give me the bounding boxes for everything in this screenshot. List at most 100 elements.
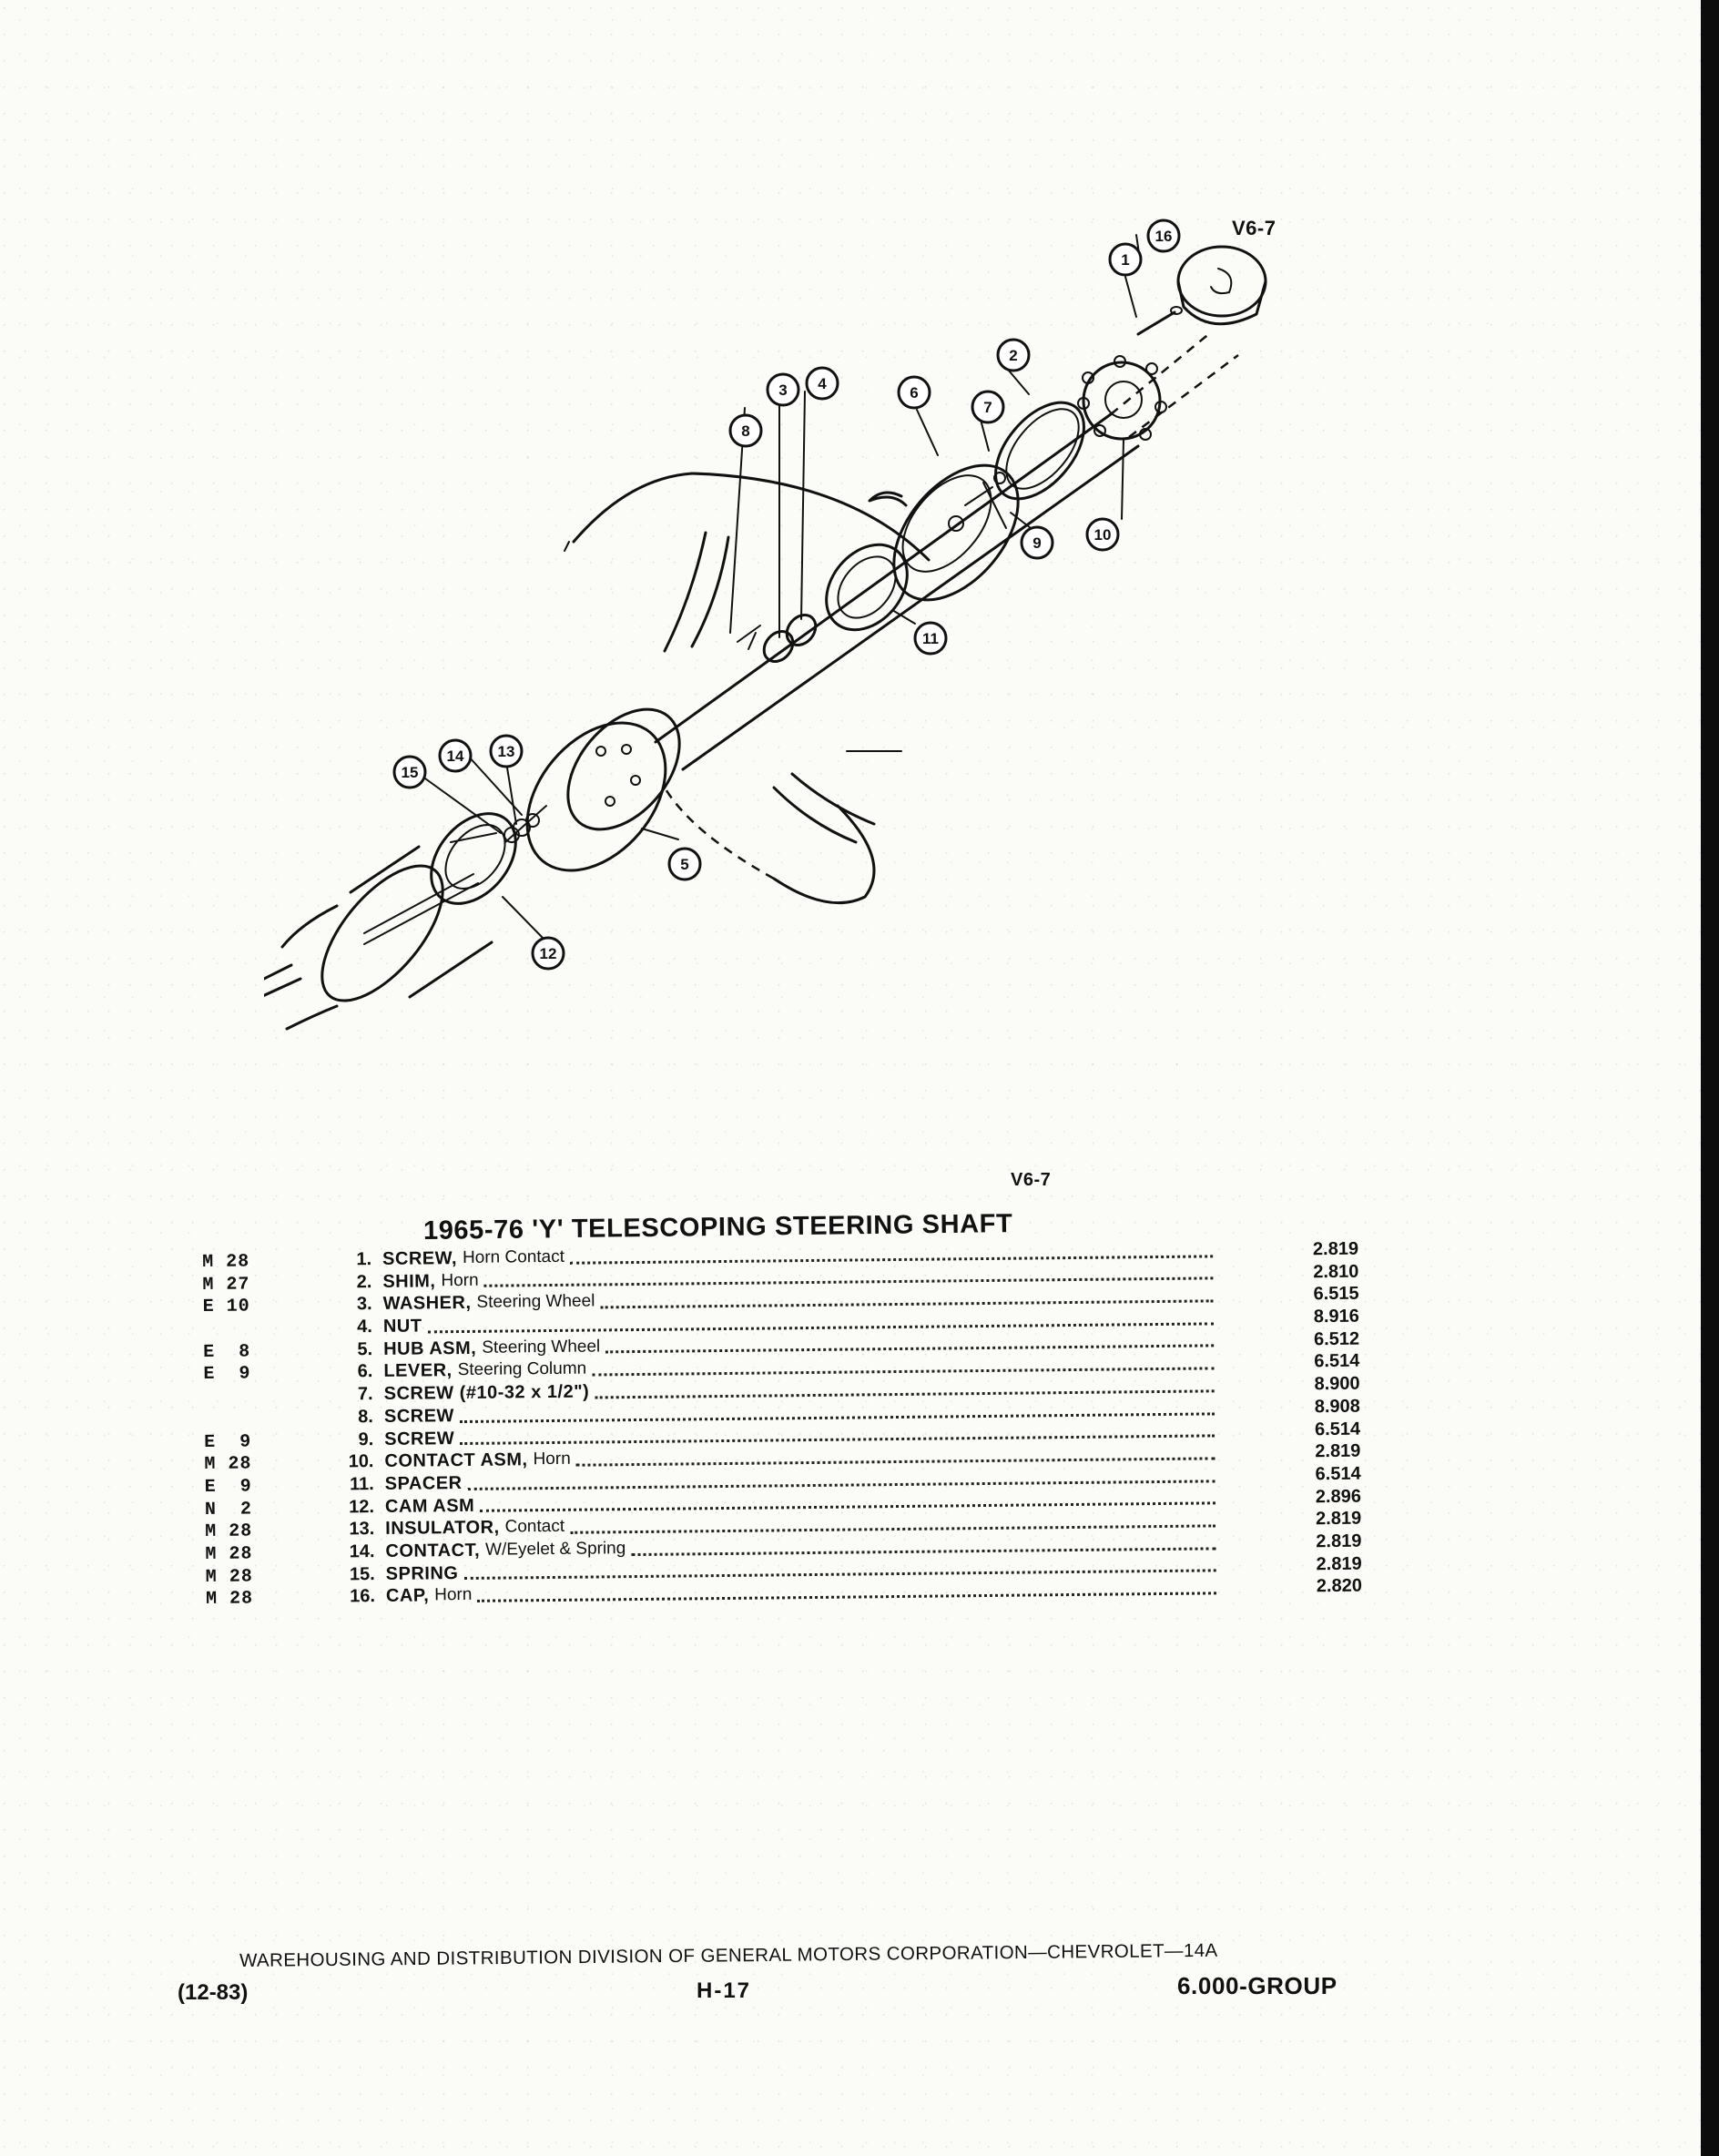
- callout-15: 15: [392, 755, 427, 789]
- catalog-code: 2.819: [1315, 1508, 1362, 1530]
- item-name: INSULATOR,: [385, 1517, 500, 1540]
- svg-text:6: 6: [910, 384, 918, 402]
- group-code: M 28: [204, 1453, 252, 1476]
- steering-wheel-drawing: [564, 472, 931, 905]
- callout-8: 8: [728, 413, 763, 448]
- catalog-code: 6.515: [1313, 1284, 1359, 1305]
- svg-text:14: 14: [447, 747, 464, 765]
- svg-text:4: 4: [818, 375, 827, 392]
- catalog-code: 8.908: [1314, 1396, 1360, 1418]
- catalog-code: 6.512: [1313, 1328, 1360, 1349]
- catalog-code: 6.514: [1314, 1351, 1360, 1372]
- item-number: 8.: [358, 1406, 374, 1428]
- item-name: SCREW: [383, 1405, 454, 1427]
- group-code: [204, 1400, 331, 1401]
- item-name: NUT: [382, 1316, 422, 1337]
- group-code: M 28: [205, 1520, 253, 1543]
- item-subname: Horn: [434, 1585, 473, 1605]
- callout-16: 16: [1146, 219, 1181, 253]
- item-name: SPACER: [384, 1472, 463, 1494]
- footer-date: (12-83): [178, 1980, 249, 2005]
- callout-9: 9: [1020, 525, 1054, 560]
- parts-table-title: 1965-76 'Y' TELESCOPING STEERING SHAFT: [422, 1209, 1013, 1246]
- catalog-code: 6.514: [1315, 1463, 1361, 1485]
- item-number: 15.: [349, 1563, 375, 1584]
- contact-asm-drawing: [1077, 355, 1167, 441]
- group-code: M 28: [205, 1566, 253, 1588]
- svg-text:1: 1: [1121, 251, 1129, 269]
- svg-text:5: 5: [680, 856, 688, 873]
- catalog-code: 2.819: [1316, 1531, 1362, 1552]
- item-number: 1.: [356, 1249, 372, 1270]
- item-subname: Horn: [441, 1270, 479, 1290]
- shim-drawing: [994, 401, 1085, 501]
- item-number: 10.: [348, 1451, 374, 1472]
- item-subname: Steering Column: [457, 1359, 587, 1380]
- cam-asm-drawing: [430, 812, 517, 905]
- footer-page-number: H-17: [697, 1978, 752, 2003]
- item-subname: Horn: [533, 1449, 571, 1470]
- item-number: 6.: [357, 1361, 373, 1382]
- callout-14: 14: [438, 738, 473, 773]
- item-number: 13.: [349, 1519, 375, 1540]
- figure-code-top: V6-7: [1232, 217, 1277, 239]
- callout-7: 7: [971, 390, 1005, 424]
- item-name: CAM ASM: [384, 1495, 475, 1517]
- group-code: N 2: [204, 1499, 253, 1520]
- item-name: CONTACT,: [385, 1540, 481, 1561]
- item-number: 14.: [349, 1541, 375, 1562]
- item-name: SHIM,: [382, 1271, 436, 1292]
- group-code: E 9: [203, 1363, 251, 1386]
- group-code: M 28: [202, 1251, 250, 1273]
- item-name: LEVER,: [383, 1360, 453, 1382]
- hub-asm-drawing: [525, 707, 681, 872]
- item-name: CONTACT ASM,: [384, 1449, 528, 1472]
- svg-text:16: 16: [1155, 228, 1173, 245]
- exploded-view-diagram: 1 2 3 4 5 6 7 8 9 10 11 12 13 14 15 16: [264, 219, 1267, 1031]
- item-number: 4.: [357, 1317, 373, 1337]
- callout-5: 5: [667, 847, 702, 881]
- svg-text:12: 12: [540, 945, 557, 962]
- catalog-code: 2.819: [1316, 1553, 1362, 1574]
- callout-3: 3: [766, 372, 800, 407]
- catalog-code: 2.810: [1313, 1261, 1359, 1282]
- group-code: [203, 1333, 331, 1334]
- item-subname: Steering Wheel: [482, 1337, 601, 1358]
- catalog-code: 8.900: [1314, 1373, 1360, 1395]
- washer-nut-drawing: [737, 614, 818, 663]
- group-code: E 10: [202, 1296, 250, 1318]
- spacer-drawing: [825, 543, 909, 632]
- callout-13: 13: [489, 734, 524, 768]
- callout-10: 10: [1085, 517, 1120, 552]
- group-code: M 27: [202, 1274, 250, 1296]
- svg-text:3: 3: [778, 381, 787, 399]
- scan-edge-bar: [1701, 0, 1719, 2156]
- group-code: E 8: [203, 1341, 251, 1363]
- steering-column-drawing: [264, 845, 493, 1031]
- item-name: SPRING: [385, 1562, 459, 1584]
- steering-shaft-drawing: [654, 331, 1239, 771]
- catalog-code: 2.819: [1315, 1440, 1361, 1462]
- horn-cap-drawing: [1176, 245, 1267, 326]
- item-name: SCREW,: [381, 1248, 458, 1269]
- callout-2: 2: [996, 338, 1031, 372]
- item-subname: Horn Contact: [462, 1246, 565, 1268]
- svg-text:13: 13: [498, 743, 515, 760]
- footer-group: 6.000-GROUP: [1177, 1972, 1338, 1999]
- callout-12: 12: [531, 936, 565, 971]
- group-code: [204, 1422, 331, 1423]
- callout-11: 11: [913, 621, 948, 656]
- group-code: M 28: [205, 1543, 253, 1565]
- item-name: CAP,: [385, 1585, 430, 1607]
- svg-text:7: 7: [983, 399, 992, 416]
- item-name: SCREW (#10-32 x 1/2"): [383, 1381, 590, 1405]
- svg-text:11: 11: [922, 630, 939, 647]
- horn-screw-drawing: [1136, 306, 1183, 336]
- catalog-code: 8.916: [1313, 1306, 1359, 1327]
- item-number: 3.: [356, 1294, 372, 1315]
- item-number: 16.: [350, 1586, 376, 1607]
- item-number: 7.: [357, 1384, 373, 1405]
- catalog-code: 6.514: [1314, 1419, 1361, 1439]
- svg-text:9: 9: [1032, 534, 1041, 552]
